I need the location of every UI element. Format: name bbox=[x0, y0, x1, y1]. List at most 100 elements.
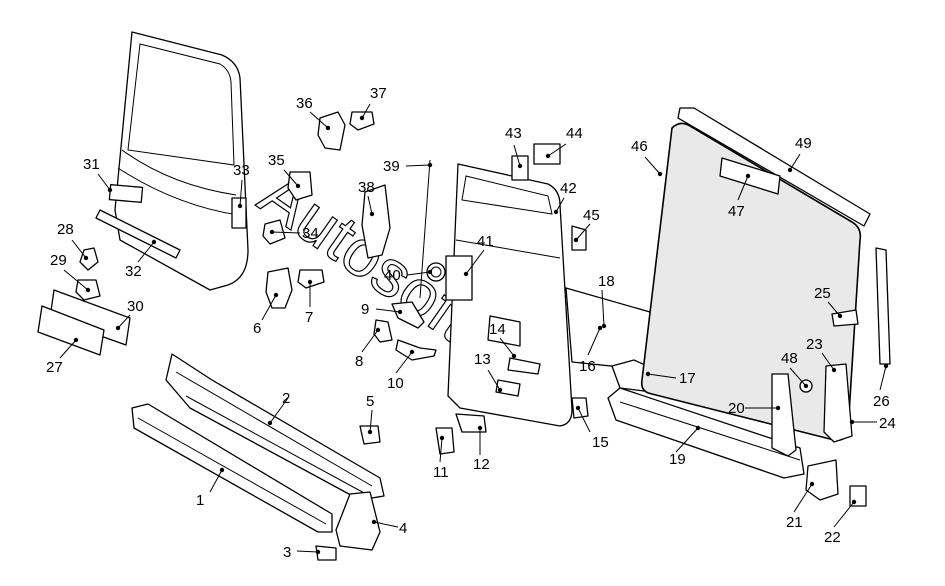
callout-19: 19 bbox=[669, 451, 686, 468]
leader-dot-41 bbox=[463, 271, 469, 277]
leader-dot-44 bbox=[545, 153, 551, 159]
leader-line-47 bbox=[737, 175, 749, 201]
callout-34: 34 bbox=[302, 225, 319, 242]
callout-30: 30 bbox=[127, 298, 144, 315]
leader-line-40 bbox=[406, 271, 431, 276]
leader-dot-13 bbox=[497, 387, 503, 393]
leader-line-38 bbox=[367, 195, 373, 215]
leader-dot-48 bbox=[803, 383, 809, 389]
leader-dot-34 bbox=[269, 229, 275, 235]
leader-dot-26 bbox=[883, 363, 889, 369]
leader-dot-12 bbox=[477, 425, 483, 431]
leader-dot-11 bbox=[439, 435, 445, 441]
callout-41: 41 bbox=[477, 233, 494, 250]
leader-line-34 bbox=[271, 231, 301, 234]
leader-line-36 bbox=[309, 111, 329, 129]
leader-line-32 bbox=[137, 241, 155, 263]
leader-line-2 bbox=[269, 397, 289, 424]
leader-lines bbox=[59, 103, 889, 555]
leader-line-21 bbox=[793, 483, 813, 513]
leader-dot-46 bbox=[657, 171, 663, 177]
callout-6: 6 bbox=[253, 320, 261, 337]
leader-line-14 bbox=[499, 337, 515, 357]
leader-dot-37 bbox=[359, 115, 365, 121]
callout-39: 39 bbox=[383, 158, 400, 175]
leader-dot-20 bbox=[775, 405, 781, 411]
right-rear-door bbox=[445, 143, 651, 427]
leader-dot-42 bbox=[553, 209, 559, 215]
leader-line-25 bbox=[827, 301, 841, 317]
leader-dot-2 bbox=[267, 420, 273, 426]
leader-dot-3 bbox=[315, 549, 321, 555]
leader-dot-45 bbox=[573, 237, 579, 243]
leader-line-5 bbox=[369, 409, 373, 433]
leader-line-46 bbox=[644, 156, 661, 175]
callout-25: 25 bbox=[814, 285, 831, 302]
leader-dot-38 bbox=[369, 211, 375, 217]
leader-line-45 bbox=[575, 223, 591, 241]
leader-dot-6 bbox=[273, 292, 279, 298]
leader-dot-16 bbox=[597, 325, 603, 331]
callout-49: 49 bbox=[795, 135, 812, 152]
leader-line-15 bbox=[577, 407, 591, 433]
leader-line-33 bbox=[239, 179, 243, 207]
leader-dot-29 bbox=[85, 287, 91, 293]
callout-14: 14 bbox=[489, 321, 506, 338]
callout-40: 40 bbox=[384, 267, 401, 284]
leader-line-8 bbox=[361, 329, 379, 353]
leader-line-31 bbox=[97, 173, 111, 191]
leader-dot-49 bbox=[787, 167, 793, 173]
leader-dot-31 bbox=[107, 187, 113, 193]
leader-dot-19 bbox=[695, 425, 701, 431]
leader-line-28 bbox=[71, 239, 87, 259]
callout-8: 8 bbox=[355, 353, 363, 370]
leader-line-4 bbox=[373, 521, 399, 528]
leader-dot-33 bbox=[237, 203, 243, 209]
leader-dot-5 bbox=[367, 429, 373, 435]
leader-line-43 bbox=[513, 144, 521, 167]
callout-35: 35 bbox=[268, 152, 285, 169]
leader-line-27 bbox=[59, 339, 77, 359]
leader-line-44 bbox=[547, 143, 567, 157]
leader-dot-9 bbox=[397, 309, 403, 315]
callout-12: 12 bbox=[473, 456, 490, 473]
leader-line-1 bbox=[209, 469, 223, 493]
callout-33: 33 bbox=[233, 162, 250, 179]
leader-line-18 bbox=[601, 289, 605, 327]
plate-parts bbox=[37, 247, 131, 356]
leader-line-23 bbox=[821, 352, 835, 371]
callout-43: 43 bbox=[505, 125, 522, 142]
callout-46: 46 bbox=[631, 138, 648, 155]
leader-dot-17 bbox=[645, 371, 651, 377]
leader-dot-40 bbox=[427, 269, 433, 275]
leader-line-41 bbox=[465, 249, 485, 275]
callout-7: 7 bbox=[305, 309, 313, 326]
leader-line-29 bbox=[63, 269, 89, 291]
leader-line-11 bbox=[439, 437, 443, 463]
callout-3: 3 bbox=[283, 544, 291, 561]
callout-38: 38 bbox=[358, 179, 375, 196]
callout-29: 29 bbox=[50, 252, 67, 269]
leader-line-26 bbox=[879, 365, 887, 391]
leader-line-9 bbox=[375, 308, 401, 313]
leader-dot-25 bbox=[837, 313, 843, 319]
callout-24: 24 bbox=[879, 415, 896, 432]
leader-line-16 bbox=[587, 327, 601, 356]
leader-dot-23 bbox=[831, 367, 837, 373]
callout-2: 2 bbox=[282, 390, 290, 407]
leader-line-30 bbox=[117, 314, 131, 329]
leader-dot-47 bbox=[745, 173, 751, 179]
leader-line-49 bbox=[789, 153, 801, 171]
leader-line-39 bbox=[405, 164, 431, 167]
leader-dot-22 bbox=[851, 499, 857, 505]
leader-line-17 bbox=[647, 373, 677, 379]
callout-31: 31 bbox=[83, 156, 100, 173]
callout-27: 27 bbox=[46, 359, 63, 376]
leader-dot-32 bbox=[151, 239, 157, 245]
leader-line-42 bbox=[555, 197, 565, 213]
callout-15: 15 bbox=[592, 434, 609, 451]
leader-dot-24 bbox=[849, 419, 855, 425]
leader-dot-43 bbox=[517, 163, 523, 169]
leader-dot-7 bbox=[307, 279, 313, 285]
